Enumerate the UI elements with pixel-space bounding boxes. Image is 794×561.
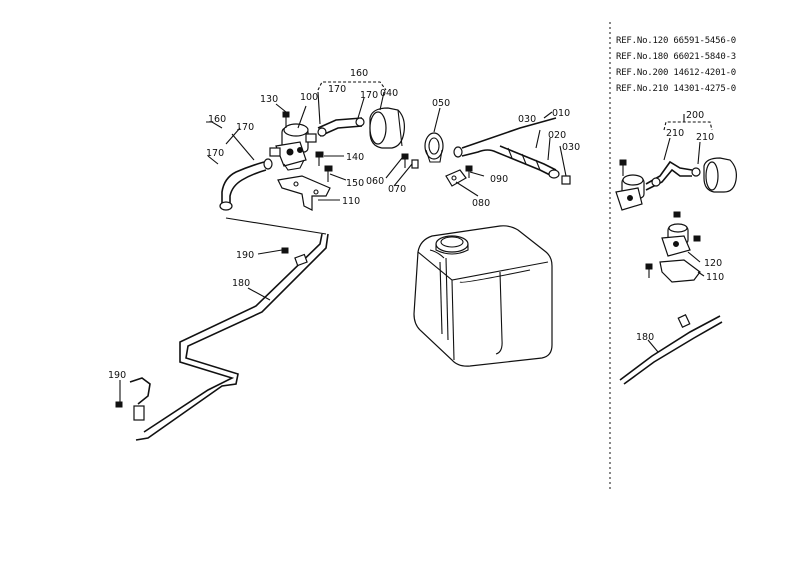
label-150: 150 xyxy=(346,178,364,189)
inset-label-200: 200 xyxy=(686,110,704,121)
inset-diagram: 200 210 210 120 110 180 xyxy=(615,110,737,385)
bolt-150 xyxy=(324,165,333,182)
label-060: 060 xyxy=(366,176,384,187)
clamp-090 xyxy=(465,165,473,178)
label-170-a: 170 xyxy=(328,84,346,95)
label-180: 180 xyxy=(232,278,250,289)
label-160-left: 160 xyxy=(208,114,226,125)
label-090: 090 xyxy=(490,174,508,185)
label-020: 020 xyxy=(548,130,566,141)
label-030-lower: 030 xyxy=(562,142,580,153)
fuel-tank xyxy=(413,225,553,367)
inset-label-120: 120 xyxy=(704,258,722,269)
inset-label-210-left: 210 xyxy=(666,128,684,139)
label-030-upper: 030 xyxy=(518,114,536,125)
label-010: 010 xyxy=(552,108,570,119)
fuel-filter-040 xyxy=(369,107,405,149)
label-130: 130 xyxy=(260,94,278,105)
fuel-line-010 xyxy=(453,117,571,185)
reference-list: REF.No.120 66591-5456-0 REF.No.180 66021… xyxy=(616,36,736,94)
bracket-110 xyxy=(277,175,331,211)
bolt-190-upper xyxy=(281,247,289,254)
label-170-b: 170 xyxy=(360,90,378,101)
strainer-050 xyxy=(424,132,444,163)
label-170-d: 170 xyxy=(206,148,224,159)
label-160-top: 160 xyxy=(350,68,368,79)
reference-200: REF.No.200 14612-4201-0 xyxy=(616,68,736,78)
inset-label-110: 110 xyxy=(706,272,724,283)
label-050: 050 xyxy=(432,98,450,109)
inset-label-180: 180 xyxy=(636,332,654,343)
label-100: 100 xyxy=(300,92,318,103)
clamp-070 xyxy=(411,159,419,169)
reference-180: REF.No.180 66021-5840-3 xyxy=(616,52,736,62)
label-080: 080 xyxy=(472,198,490,209)
hose-160-left xyxy=(219,158,273,211)
clamp-080 xyxy=(445,169,467,187)
main-part-labels: 010 030 020 030 040 050 060 070 080 090 … xyxy=(108,68,580,381)
label-110: 110 xyxy=(342,196,360,207)
reference-120: REF.No.120 66591-5456-0 xyxy=(616,36,736,46)
inset-label-210-right: 210 xyxy=(696,132,714,143)
reference-210: REF.No.210 14301-4275-0 xyxy=(616,84,736,94)
label-040: 040 xyxy=(380,88,398,99)
hose-160-upper xyxy=(317,117,365,137)
pipe-180 xyxy=(129,217,329,441)
label-070: 070 xyxy=(388,184,406,195)
bolt-190-lower xyxy=(115,401,123,408)
clamp-060 xyxy=(401,153,409,168)
label-190-upper: 190 xyxy=(236,250,254,261)
fuel-pump xyxy=(269,123,317,171)
bolt-140 xyxy=(315,151,324,166)
label-170-c: 170 xyxy=(236,122,254,133)
leader-lines xyxy=(119,81,567,402)
label-140: 140 xyxy=(346,152,364,163)
label-190-lower: 190 xyxy=(108,370,126,381)
